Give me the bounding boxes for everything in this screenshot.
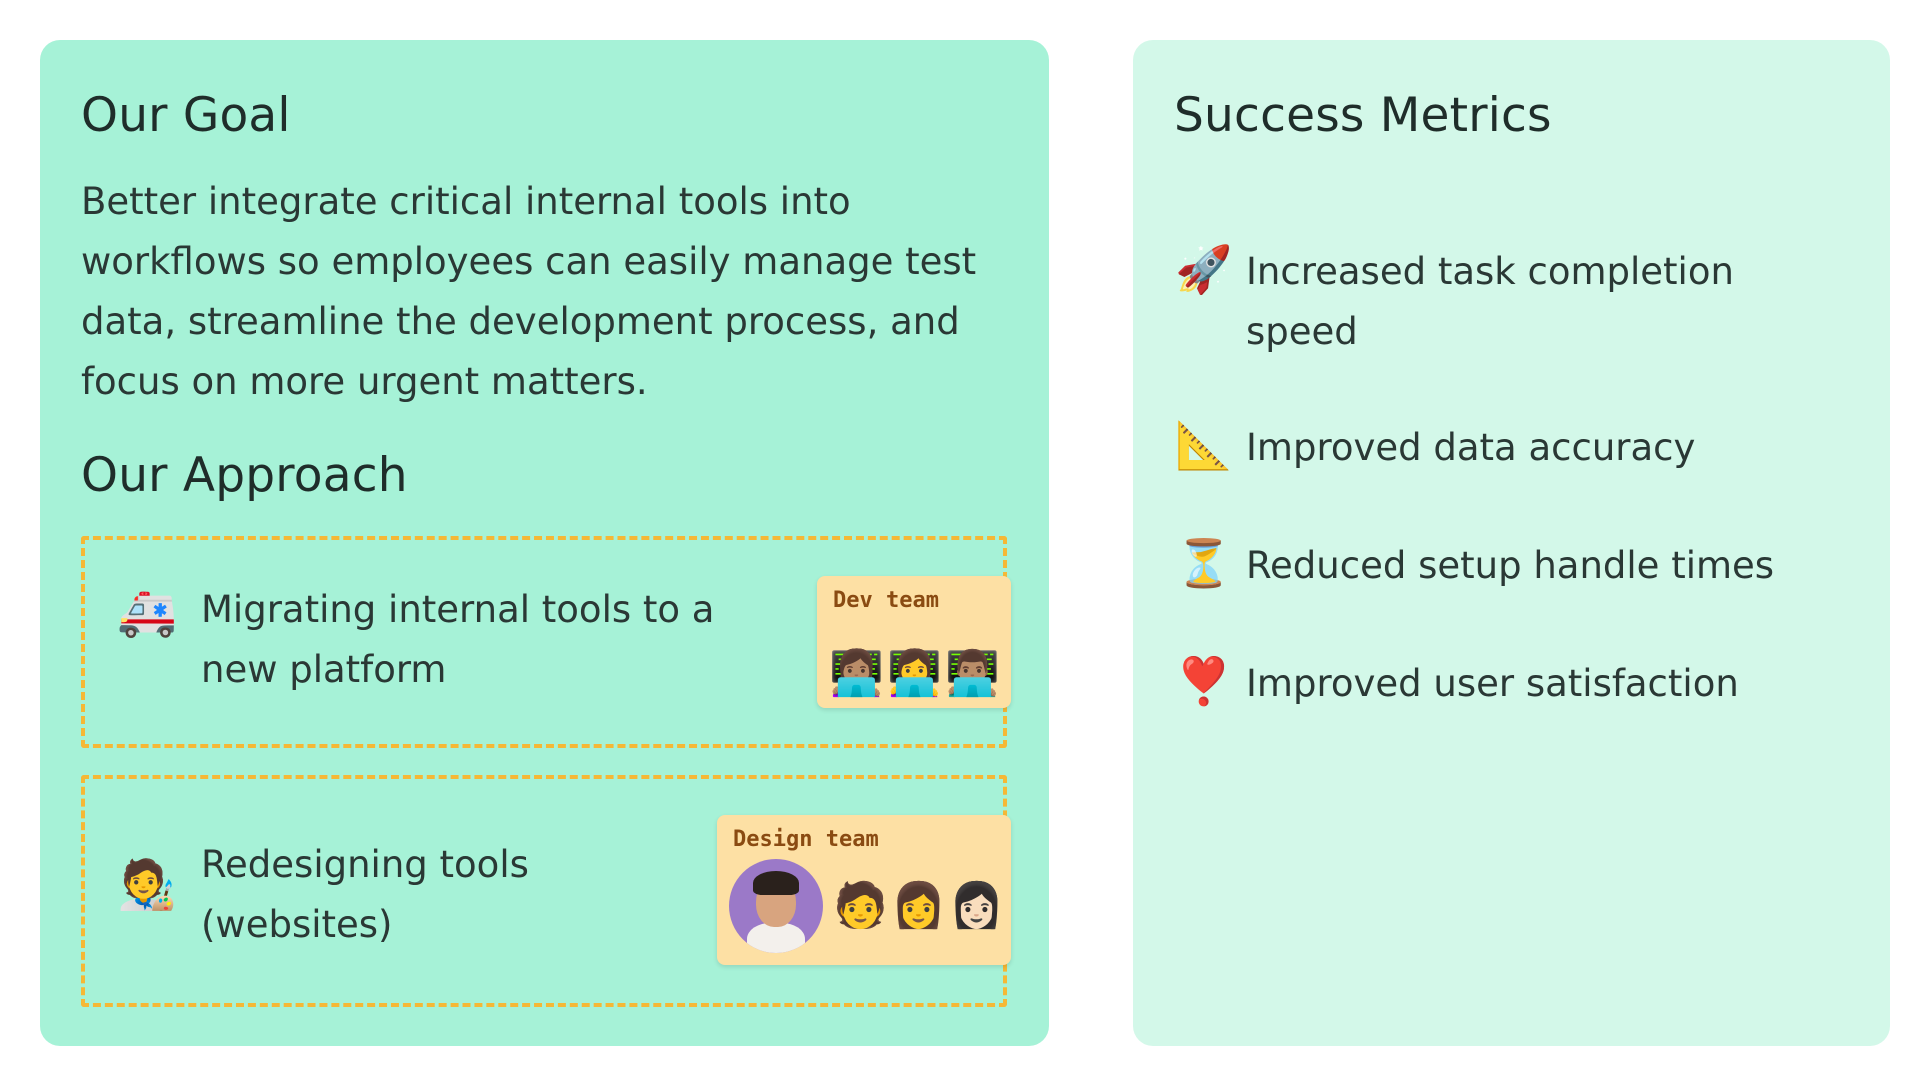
approach-item-text: Migrating internal tools to a new platfo…	[201, 588, 715, 691]
metric-item: ⏳ Reduced setup handle times	[1174, 536, 1806, 596]
developer-avatar-icon: 👩🏽‍💻	[829, 648, 884, 699]
dev-team-card[interactable]: Dev team 👩🏽‍💻 👩‍💻 👨🏽‍💻	[817, 576, 1011, 708]
heart-exclamation-icon: ❣️	[1175, 654, 1233, 708]
hourglass-icon: ⏳	[1175, 536, 1233, 590]
approach-item-text: Redesigning tools (websites)	[201, 843, 529, 946]
designer-avatar-icon: 👩	[891, 880, 946, 931]
artist-icon: 🧑‍🎨	[117, 857, 177, 913]
team-members: 👩🏽‍💻 👩‍💻 👨🏽‍💻	[829, 648, 1000, 699]
approach-item-redesign[interactable]: 🧑‍🎨 Redesigning tools (websites) Design …	[81, 775, 1011, 1007]
goal-approach-card: Our Goal Better integrate critical inter…	[40, 40, 1049, 1046]
avatar[interactable]	[729, 859, 823, 953]
metric-item: 🚀 Increased task completion speed	[1174, 242, 1806, 362]
approach-title: Our Approach	[81, 448, 408, 503]
success-metrics-card: Success Metrics 🚀 Increased task complet…	[1133, 40, 1890, 1046]
team-members: 🧑 👩 👩🏻	[729, 859, 1004, 953]
metric-text: Improved user satisfaction	[1246, 662, 1739, 705]
designer-avatar-icon: 🧑	[833, 880, 888, 931]
metric-text: Improved data accuracy	[1246, 426, 1696, 469]
designer-avatar-icon: 👩🏻	[949, 880, 1004, 931]
team-label: Dev team	[833, 588, 939, 613]
developer-avatar-icon: 👨🏽‍💻	[945, 648, 1000, 699]
metric-item: 📐 Improved data accuracy	[1174, 418, 1806, 478]
ambulance-icon: 🚑	[117, 584, 177, 640]
metric-text: Increased task completion speed	[1246, 250, 1734, 353]
metric-text: Reduced setup handle times	[1246, 544, 1775, 587]
goal-description: Better integrate critical internal tools…	[81, 180, 977, 403]
design-team-card[interactable]: Design team 🧑 👩 👩🏻	[717, 815, 1011, 965]
approach-item-migration[interactable]: 🚑 Migrating internal tools to a new plat…	[81, 536, 1011, 748]
rocket-icon: 🚀	[1175, 242, 1233, 296]
developer-avatar-icon: 👩‍💻	[887, 648, 942, 699]
goal-title: Our Goal	[81, 88, 291, 143]
metrics-title: Success Metrics	[1174, 88, 1552, 143]
team-label: Design team	[733, 827, 879, 852]
triangular-ruler-icon: 📐	[1175, 418, 1233, 472]
metric-item: ❣️ Improved user satisfaction	[1174, 654, 1806, 714]
